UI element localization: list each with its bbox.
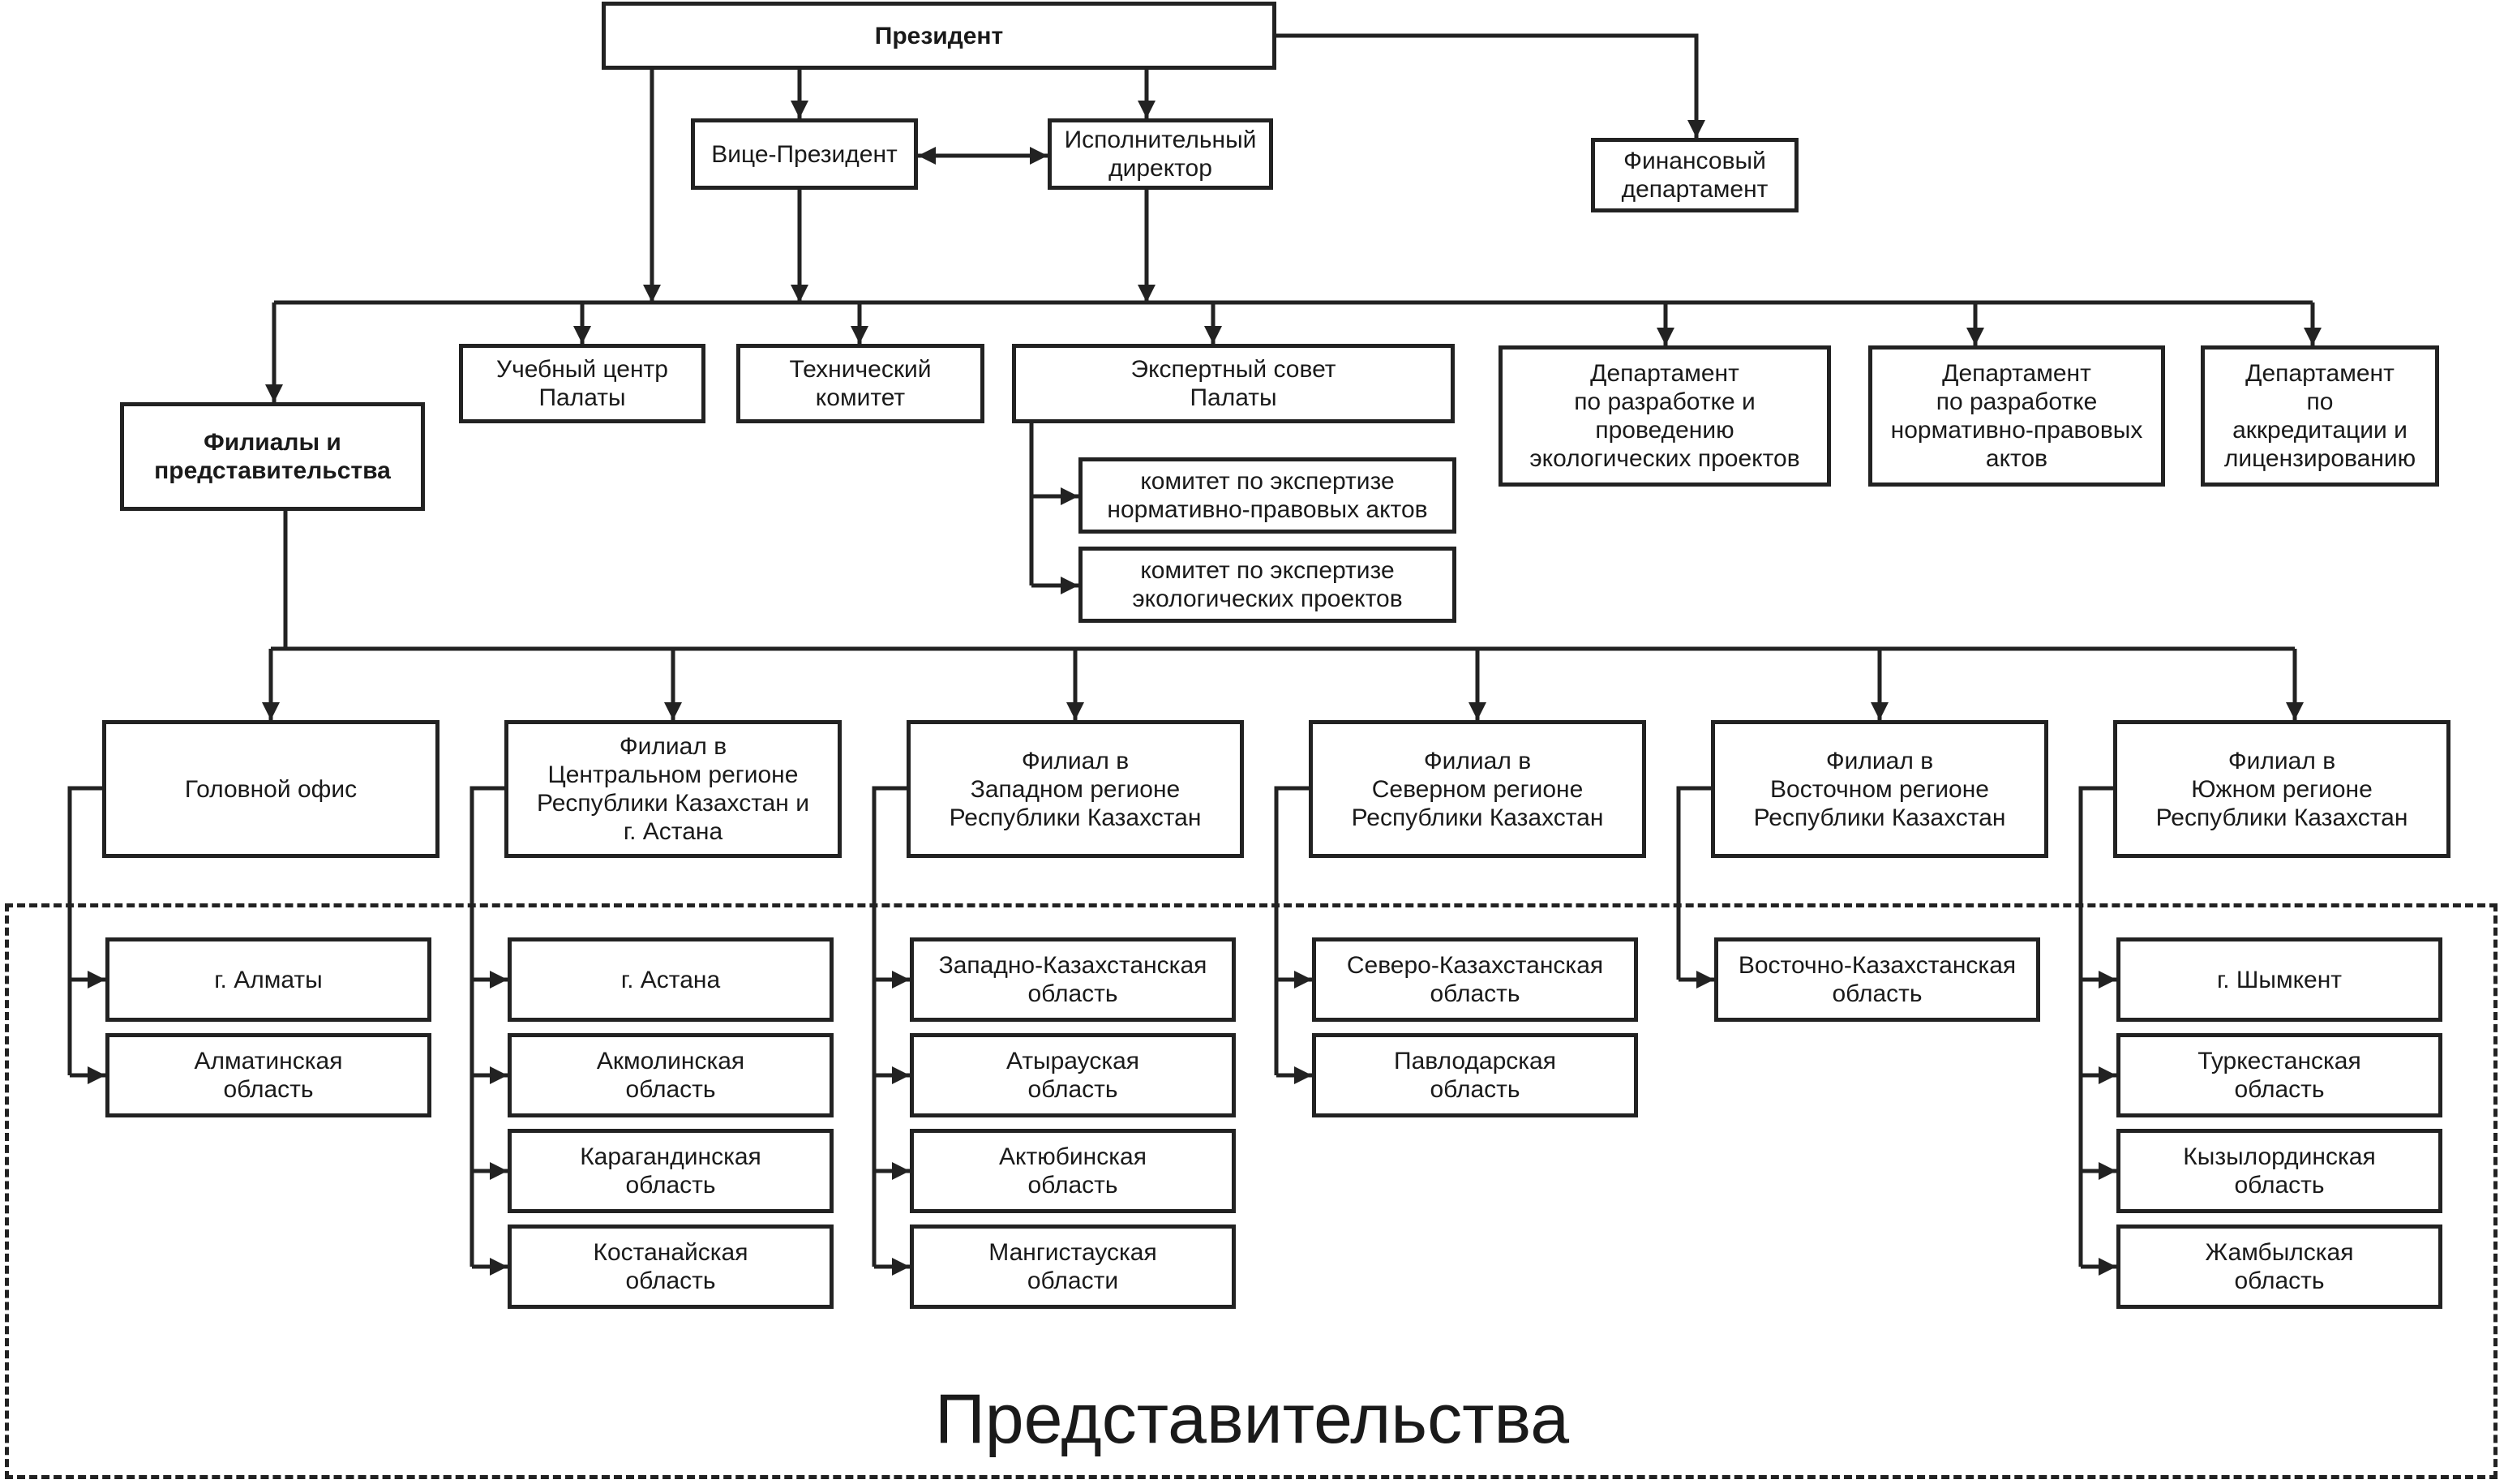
branch-head-office-box: Головной офис <box>102 720 439 858</box>
office-kyzylorda-box: Кызылординская область <box>2116 1129 2442 1213</box>
office-turkestan-box: Туркестанская область <box>2116 1033 2442 1117</box>
office-atyrau-box: Атырауская область <box>910 1033 1236 1117</box>
office-karaganda-box: Карагандинская область <box>508 1129 834 1213</box>
office-zhambyl-box: Жамбылская область <box>2116 1225 2442 1309</box>
branch-north-box: Филиал в Северном регионе Республики Каз… <box>1309 720 1646 858</box>
office-spine-1 <box>470 786 508 1267</box>
dept-normative-acts-box: Департамент по разработке нормативно-пра… <box>1868 345 2165 487</box>
branch-central-box: Филиал в Центральном регионе Республики … <box>504 720 842 858</box>
office-spine-2 <box>872 786 910 1267</box>
branch-west-box: Филиал в Западном регионе Республики Каз… <box>907 720 1244 858</box>
finance-department-box: Финансовый департамент <box>1591 138 1799 212</box>
arrow-president-finance <box>1276 33 1706 138</box>
office-almaty-region-box: Алматинская область <box>105 1033 431 1117</box>
office-spine-4 <box>1676 786 1714 980</box>
committee-legal-expertise-box: комитет по экспертизе нормативно-правовы… <box>1078 457 1456 534</box>
office-east-kazakhstan-box: Восточно-Казахстанская область <box>1714 937 2040 1022</box>
office-almaty-city-box: г. Алматы <box>105 937 431 1022</box>
branch-east-box: Филиал в Восточном регионе Республики Ка… <box>1711 720 2048 858</box>
office-north-kazakhstan-box: Северо-Казахстанская область <box>1312 937 1638 1022</box>
training-center-box: Учебный центр Палаты <box>459 344 705 423</box>
technical-committee-box: Технический комитет <box>736 344 984 423</box>
president-box: Президент <box>602 2 1276 70</box>
office-akmola-box: Акмолинская область <box>508 1033 834 1117</box>
office-aktobe-box: Актюбинская область <box>910 1129 1236 1213</box>
office-kostanay-box: Костанайская область <box>508 1225 834 1309</box>
vice-president-box: Вице-Президент <box>691 118 918 190</box>
office-mangystau-box: Мангистауская области <box>910 1225 1236 1309</box>
office-pavlodar-box: Павлодарская область <box>1312 1033 1638 1117</box>
branch-south-box: Филиал в Южном регионе Республики Казахс… <box>2113 720 2450 858</box>
expert-council-box: Экспертный совет Палаты <box>1012 344 1455 423</box>
office-spine-5 <box>2078 786 2116 1267</box>
office-west-kazakhstan-box: Западно-Казахстанская область <box>910 937 1236 1022</box>
committee-eco-expertise-box: комитет по экспертизе экологических прое… <box>1078 547 1456 623</box>
dept-eco-projects-box: Департамент по разработке и проведению э… <box>1499 345 1831 487</box>
office-astana-box: г. Астана <box>508 937 834 1022</box>
representative-offices-title: Представительства <box>934 1380 1570 1458</box>
office-shymkent-box: г. Шымкент <box>2116 937 2442 1022</box>
branches-and-offices-box: Филиалы и представительства <box>120 402 425 511</box>
representative-offices-area <box>5 903 2498 1479</box>
dept-accreditation-box: Департамент по аккредитации и лицензиров… <box>2201 345 2439 487</box>
executive-director-box: Исполнительный директор <box>1048 118 1273 190</box>
